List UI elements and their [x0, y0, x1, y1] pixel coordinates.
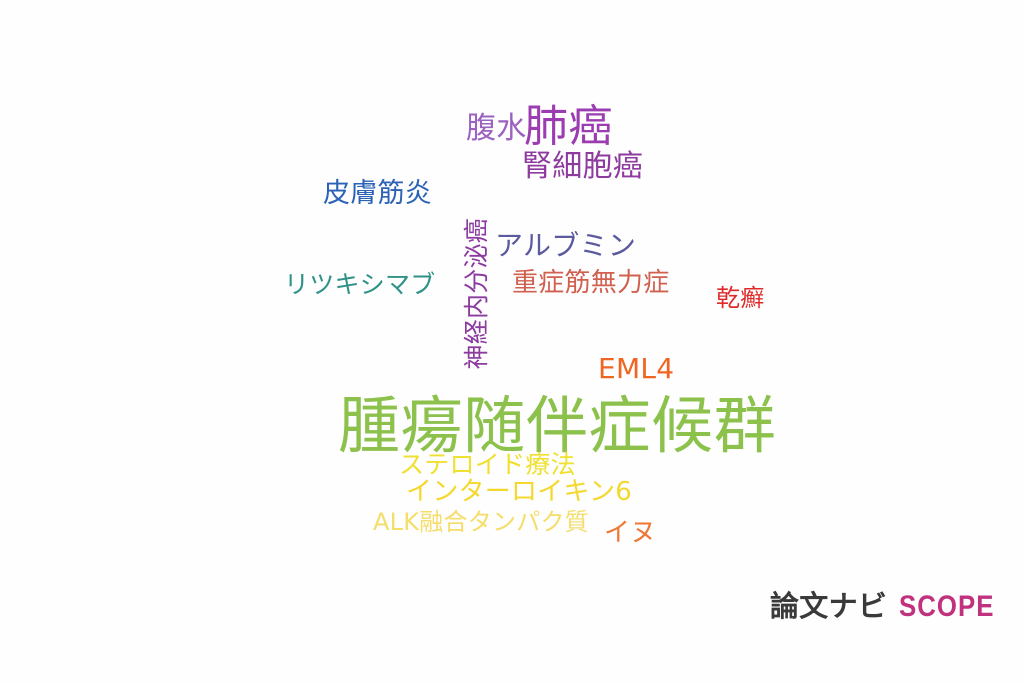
wordcloud-word: インターロイキン6 [406, 477, 633, 507]
watermark-logo-en: SCOPE [899, 590, 995, 623]
wordcloud-word: ALK融合タンパク質 [373, 508, 589, 536]
wordcloud-word: ステロイド療法 [399, 450, 576, 479]
wordcloud-word: イヌ [604, 518, 657, 548]
wordcloud-word: 重症筋無力症 [512, 268, 670, 298]
watermark-logo: 論文ナビ SCOPE [770, 592, 1010, 622]
wordcloud-word: 皮膚筋炎 [323, 178, 433, 209]
watermark-logo-jp: 論文ナビ [770, 589, 888, 623]
wordcloud-word: 神経内分泌癌 [462, 218, 491, 370]
wordcloud-word: 腹水 [466, 111, 527, 146]
wordcloud-word: 腫瘍随伴症候群 [338, 389, 777, 462]
wordcloud-word: リツキシマブ [284, 270, 436, 299]
wordcloud-word: 腎細胞癌 [522, 149, 644, 184]
wordcloud-word: 肺癌 [524, 101, 613, 152]
wordcloud-word: 乾癬 [716, 284, 765, 312]
wordcloud-word: EML4 [598, 352, 675, 385]
wordcloud-word: アルブミン [495, 229, 637, 262]
